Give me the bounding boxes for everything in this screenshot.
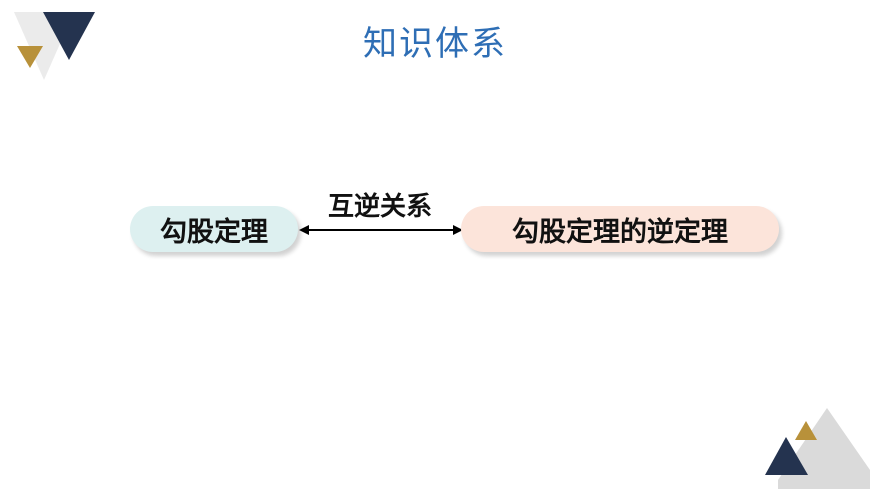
node-label: 勾股定理的逆定理 — [512, 216, 728, 248]
decoration-triangle-gray — [778, 408, 870, 489]
arrow-head-right — [453, 225, 463, 235]
page-title: 知识体系 — [363, 24, 507, 64]
relation-label: 互逆关系 — [327, 192, 432, 222]
arrow-head-left — [299, 225, 309, 235]
bidirectional-arrow — [299, 225, 463, 235]
node-label: 勾股定理 — [160, 216, 268, 248]
decoration-triangle-navy — [765, 437, 808, 475]
decoration-triangle-gold — [795, 421, 817, 440]
decoration-triangle-gold — [17, 46, 43, 68]
node-pythagorean-theorem: 勾股定理 — [130, 206, 298, 252]
decoration-triangle-navy — [43, 12, 95, 60]
corner-decoration-top-left — [14, 12, 95, 80]
node-converse-theorem: 勾股定理的逆定理 — [461, 206, 779, 252]
